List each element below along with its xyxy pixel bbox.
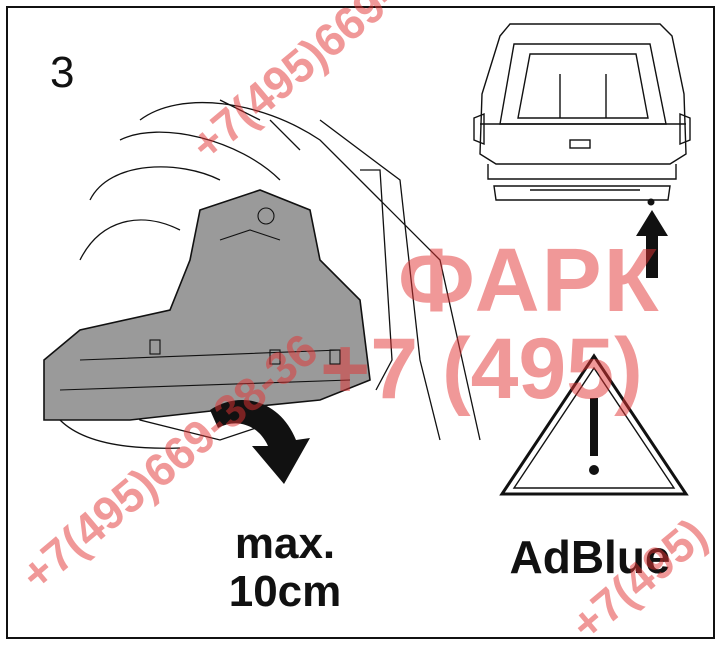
up-arrow-icon	[636, 210, 668, 278]
step-number: 3	[50, 48, 75, 97]
max-height-label: max. 10cm	[205, 520, 365, 616]
down-curved-arrow-icon	[210, 400, 310, 484]
adblue-label: AdBlue	[509, 531, 671, 583]
vehicle-rear-inset	[473, 23, 691, 206]
adblue-tank-illustration	[43, 99, 481, 449]
distance-label: 10cm	[228, 567, 342, 616]
max-label: max.	[234, 519, 336, 568]
warning-triangle-icon	[499, 353, 689, 496]
